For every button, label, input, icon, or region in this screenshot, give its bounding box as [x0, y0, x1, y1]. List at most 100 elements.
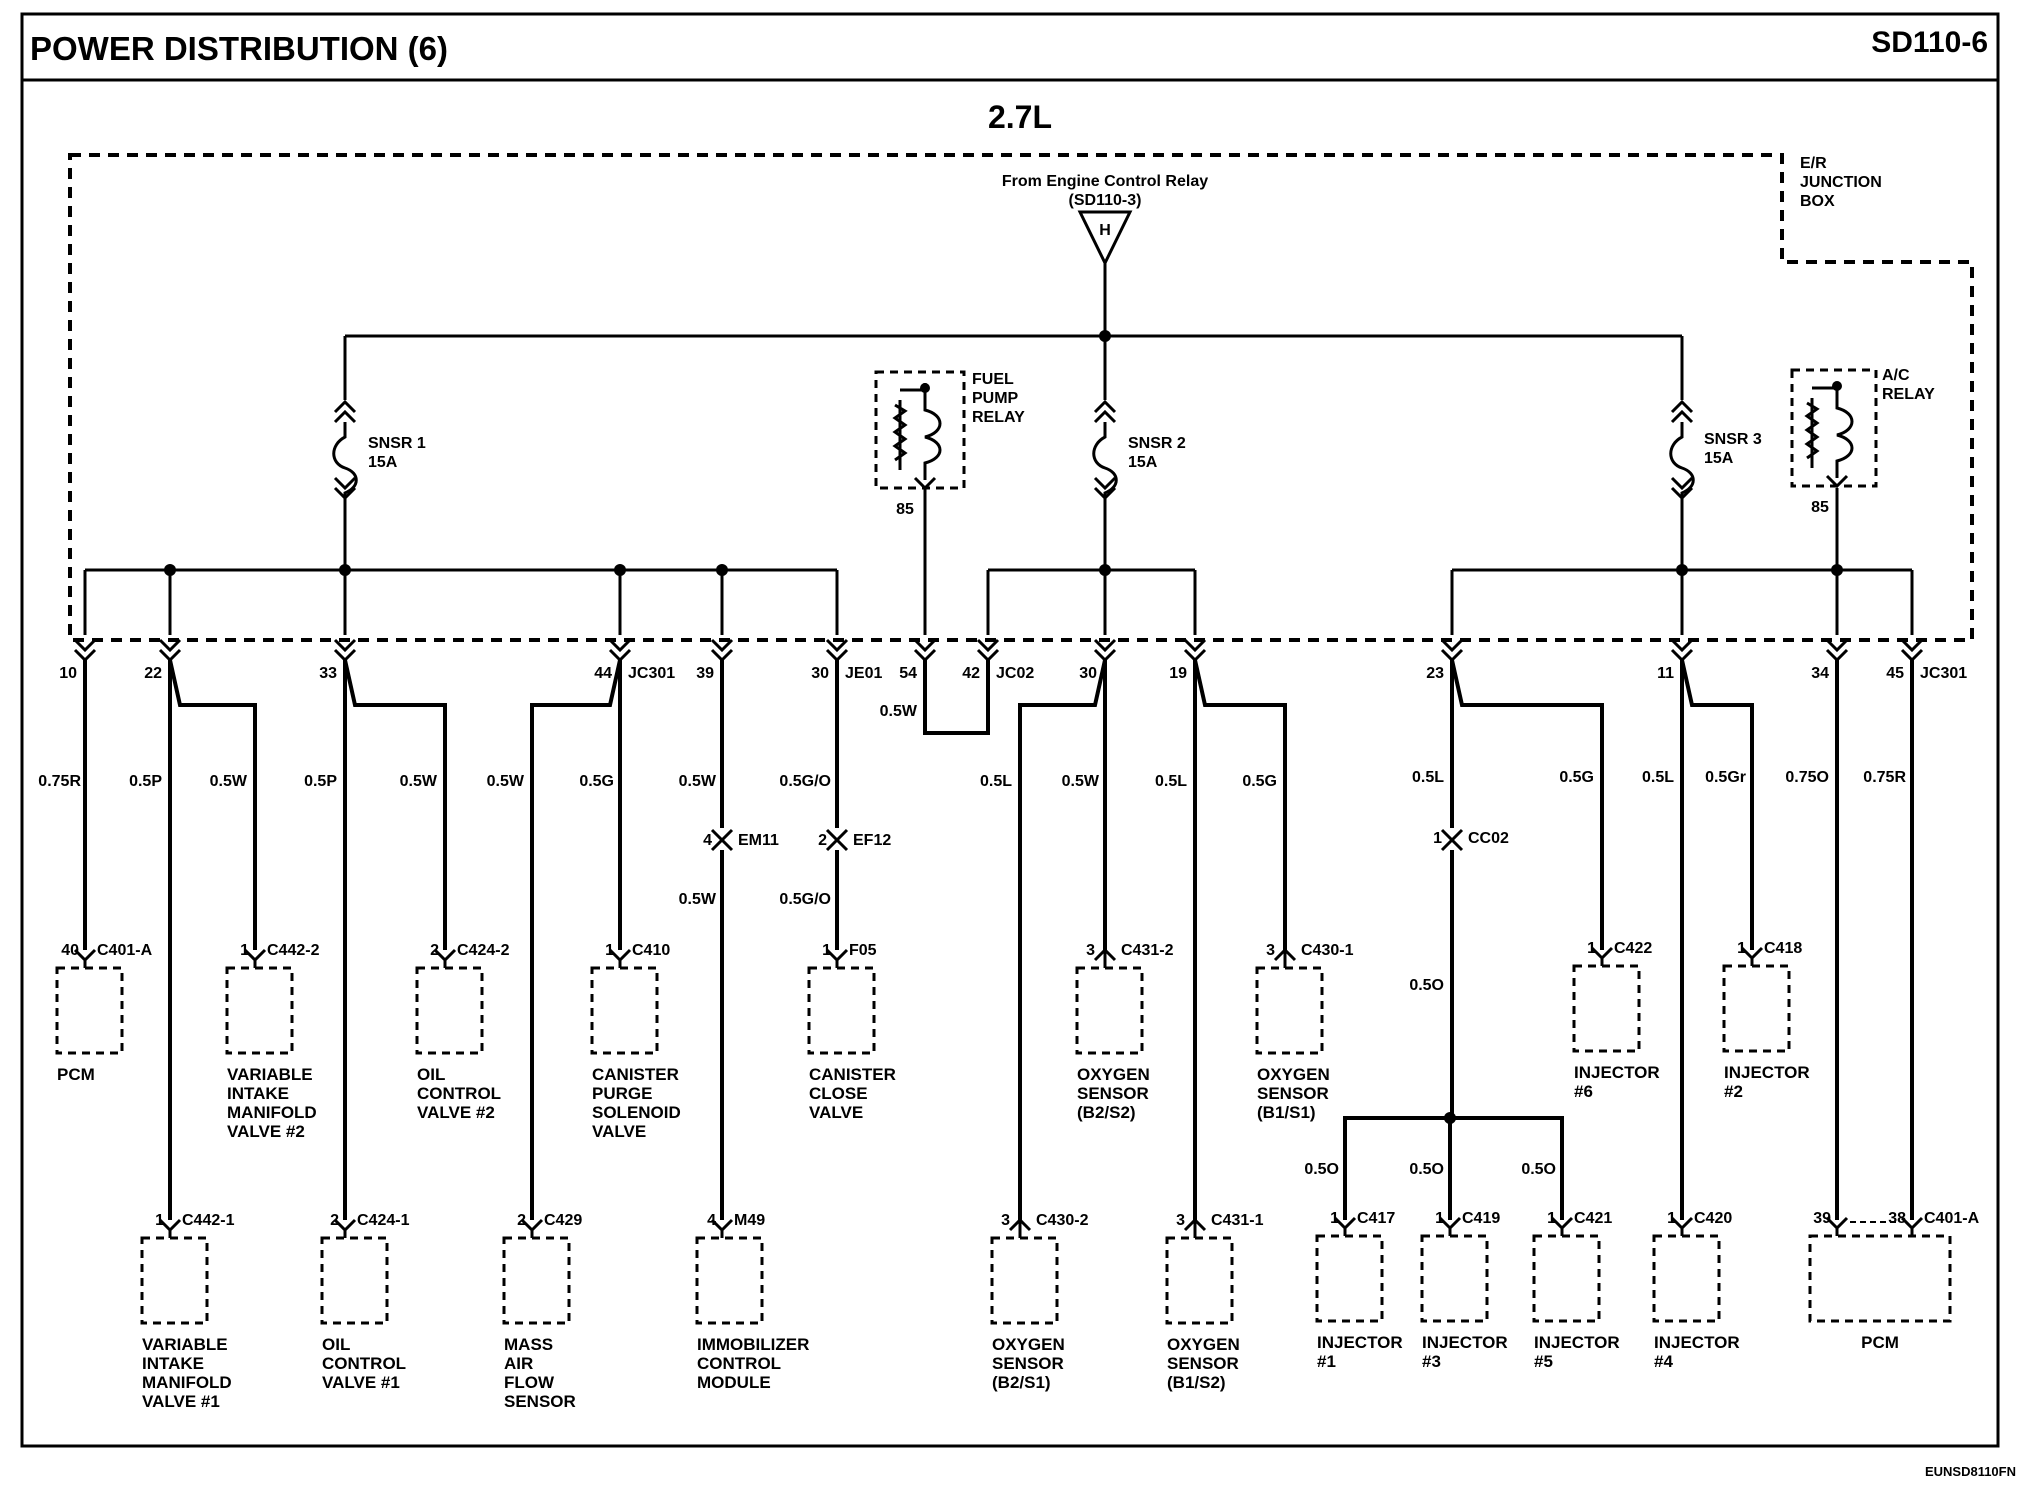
lower-component-labels: 1 C442-1 VARIABLE INTAKE MANIFOLD VALVE …: [142, 1210, 1980, 1411]
wire-label: 0.5P: [304, 773, 337, 790]
wire-label: 0.5L: [980, 773, 1012, 790]
component-label: OXYGEN: [1167, 1335, 1240, 1354]
component-label: SENSOR: [1167, 1354, 1239, 1373]
wire-label: 0.5W: [400, 773, 438, 790]
connector-label: C417: [1357, 1210, 1395, 1227]
fuel-pump-relay-node: [920, 383, 930, 393]
component-label: MANIFOLD: [142, 1373, 232, 1392]
wire-label: 0.5O: [1304, 1161, 1339, 1178]
pin-label: 38: [1888, 1210, 1906, 1227]
component-label: CONTROL: [697, 1354, 781, 1373]
wire-label: 0.5Gr: [1705, 769, 1746, 786]
engine-variant: 2.7L: [988, 99, 1052, 135]
component-label: MASS: [504, 1335, 553, 1354]
pin-label: 1: [822, 942, 831, 959]
component-label: INJECTOR: [1422, 1333, 1508, 1352]
pin-label: 10: [59, 665, 77, 682]
harness-wires: [83, 659, 1914, 1220]
pin-label: 1: [1667, 1210, 1676, 1227]
wire-label: 0.5L: [1642, 769, 1674, 786]
wire-label: 0.5W: [679, 891, 717, 908]
pin-label: 40: [61, 942, 79, 959]
component-label: CLOSE: [809, 1084, 868, 1103]
source-ref: (SD110-3): [1069, 192, 1142, 209]
connector-label: JE01: [845, 665, 882, 682]
component-label: CONTROL: [417, 1084, 501, 1103]
component-label: INTAKE: [227, 1084, 289, 1103]
fuel-pump-relay-pin: 85: [896, 501, 914, 518]
wire-label: 0.5G: [1242, 773, 1277, 790]
component-label: INJECTOR: [1654, 1333, 1740, 1352]
component-label: INJECTOR: [1724, 1063, 1810, 1082]
pin-label: 54: [899, 665, 917, 682]
connector-label: EF12: [853, 832, 891, 849]
pin-label: 30: [811, 665, 829, 682]
connector-label: JC301: [628, 665, 675, 682]
lower-component-terminals: [158, 1216, 1924, 1238]
connector-label: C419: [1462, 1210, 1500, 1227]
pin-label: 1: [1547, 1210, 1556, 1227]
component-label: VARIABLE: [227, 1065, 313, 1084]
pin-label: 19: [1169, 665, 1187, 682]
component-label: INTAKE: [142, 1354, 204, 1373]
component-label-pcm: PCM: [1861, 1333, 1899, 1352]
fuse-1-name: SNSR 1: [368, 435, 426, 452]
connector-label: C442-2: [267, 942, 320, 959]
pin-label: 2: [330, 1212, 339, 1229]
top-pin-labels: 10 22 33 44 JC301 39 30 JE01 54 42 JC02 …: [59, 665, 1967, 682]
pin-label: 1: [1435, 1210, 1444, 1227]
component-label: SENSOR: [992, 1354, 1064, 1373]
pin-label: 1: [240, 942, 249, 959]
connector-label: C420: [1694, 1210, 1732, 1227]
wire-color-labels: 0.75R 0.5P 0.5W 0.5P 0.5W 0.5W 0.5G 0.5W…: [38, 703, 1906, 1178]
component-label: #4: [1654, 1352, 1673, 1371]
fuse-3-rating: 15A: [1704, 450, 1734, 467]
component-label: VALVE #1: [322, 1373, 400, 1392]
wire-label: 0.75O: [1785, 769, 1829, 786]
ac-relay-pin: 85: [1811, 499, 1829, 516]
ac-relay-node: [1832, 381, 1842, 391]
pin-label: 3: [1176, 1212, 1185, 1229]
connector-label: C442-1: [182, 1212, 235, 1229]
component-label: CANISTER: [809, 1065, 896, 1084]
component-label: IMMOBILIZER: [697, 1335, 809, 1354]
component-label: (B2/S1): [992, 1373, 1051, 1392]
connector-label: C410: [632, 942, 670, 959]
frame: [20, 12, 2000, 1448]
component-label: SENSOR: [1077, 1084, 1149, 1103]
wire-label: 0.75R: [38, 773, 81, 790]
junction-box-label-2: JUNCTION: [1800, 174, 1882, 191]
wire-label: 0.5O: [1521, 1161, 1556, 1178]
upper-component-labels: 40 C401-A PCM 1 C442-2 VARIABLE INTAKE M…: [57, 940, 1810, 1141]
component-label: #3: [1422, 1352, 1441, 1371]
component-label: (B2/S2): [1077, 1103, 1136, 1122]
junction-box-label-3: BOX: [1800, 193, 1835, 210]
footer-code: EUNSD8110FN: [1925, 1464, 2016, 1479]
wire-label: 0.5W: [880, 703, 918, 720]
component-label: CANISTER: [592, 1065, 679, 1084]
pin-label: 44: [594, 665, 612, 682]
pin-label: 23: [1426, 665, 1444, 682]
lower-component-boxes: [140, 1234, 1952, 1325]
source-label: From Engine Control Relay: [1002, 173, 1208, 190]
component-label-pcm: PCM: [57, 1065, 95, 1084]
wire-label: 0.5L: [1412, 769, 1444, 786]
wire-label: 0.5W: [679, 773, 717, 790]
component-label: PURGE: [592, 1084, 652, 1103]
inline-connector-symbols: [710, 828, 1464, 852]
connector-label: C430-2: [1036, 1212, 1089, 1229]
pin-label: 39: [1813, 1210, 1831, 1227]
pin-label: 2: [818, 832, 827, 849]
pin-label: 39: [696, 665, 714, 682]
diagram-code: SD110-6: [1871, 26, 1988, 59]
component-label: MODULE: [697, 1373, 771, 1392]
connector-label: JC301: [1920, 665, 1967, 682]
pin-label: 1: [1737, 940, 1746, 957]
component-label: MANIFOLD: [227, 1103, 317, 1122]
pin-label: 3: [1001, 1212, 1010, 1229]
fuel-pump-relay-label-2: PUMP: [972, 390, 1019, 407]
component-label: OXYGEN: [992, 1335, 1065, 1354]
wire-label: 0.5W: [487, 773, 525, 790]
connector-label: C418: [1764, 940, 1802, 957]
